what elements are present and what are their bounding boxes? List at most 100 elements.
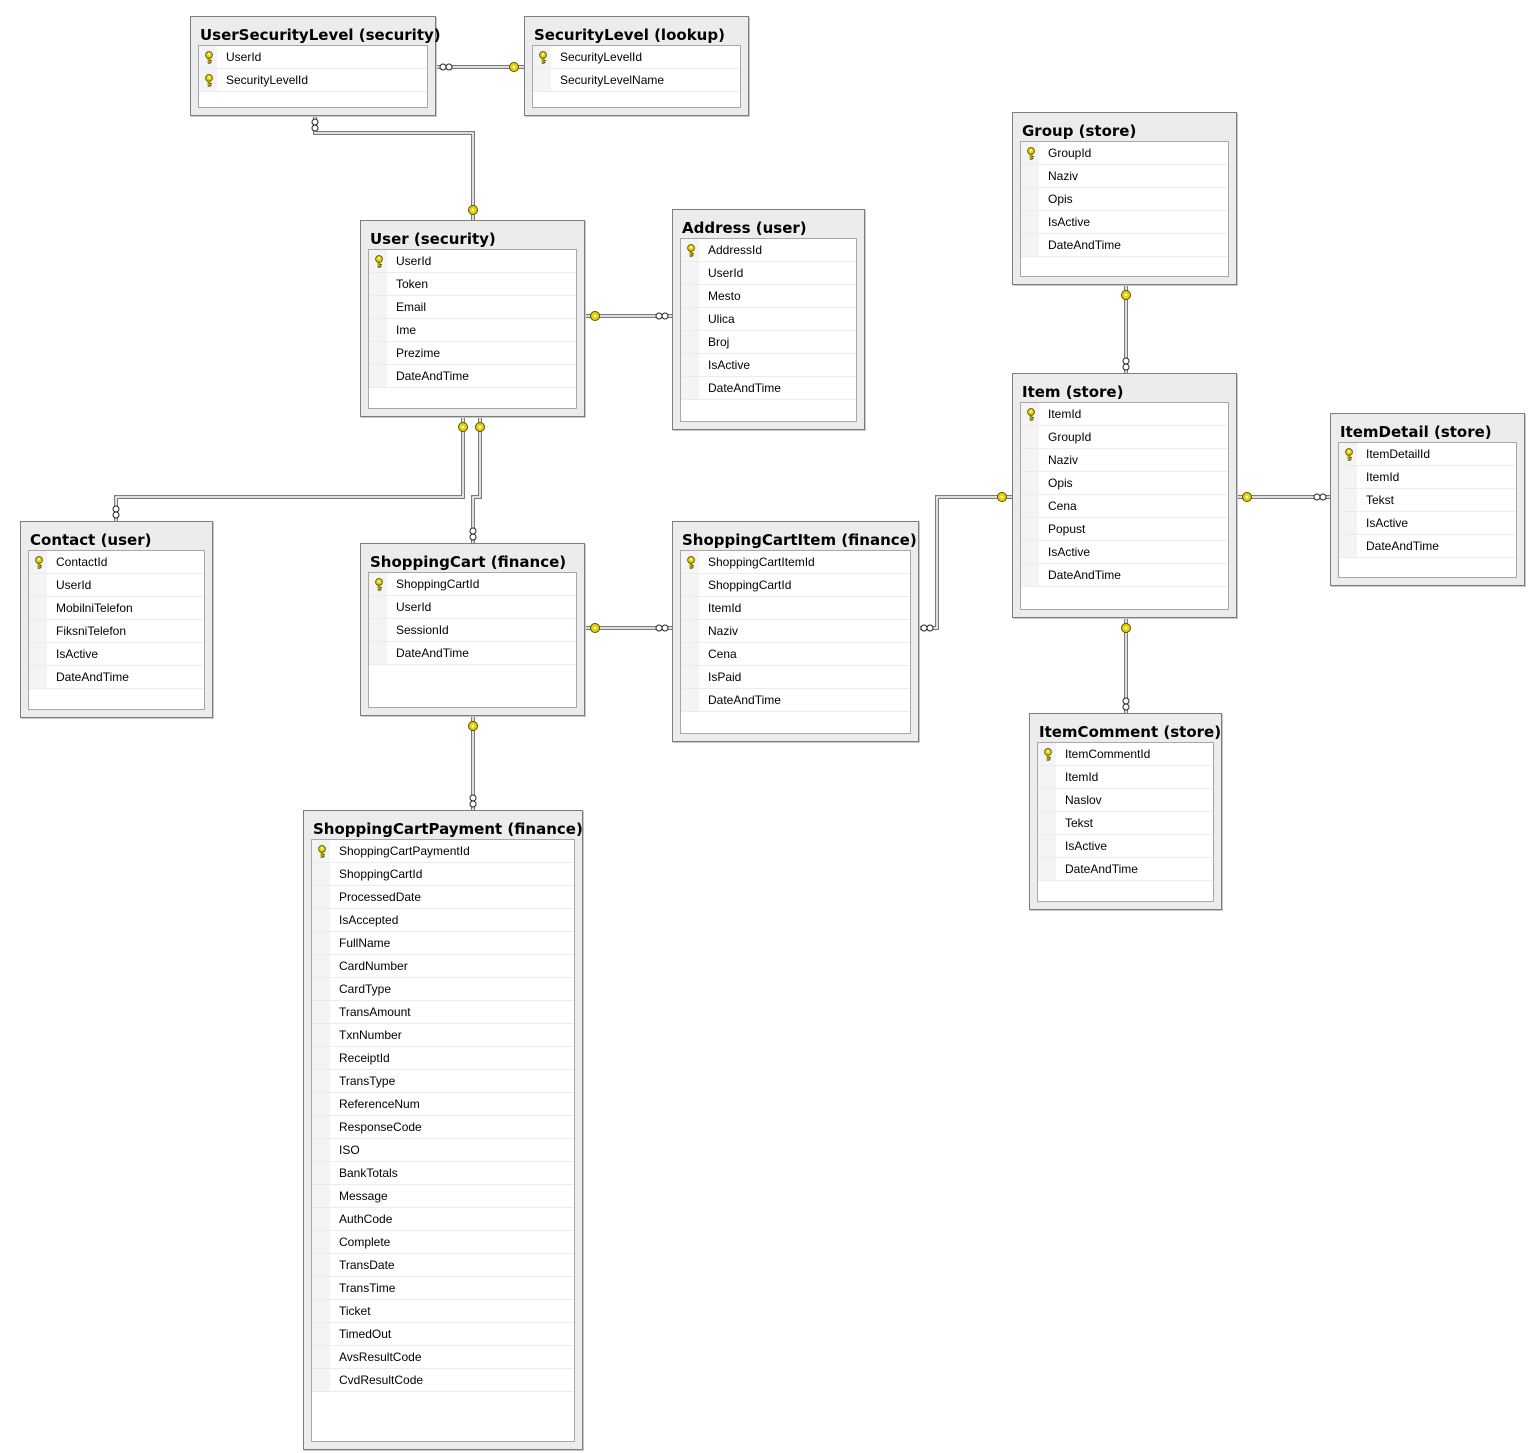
row-selector[interactable] (312, 1208, 330, 1230)
column-row[interactable]: ShoppingCartId (681, 574, 910, 597)
column-row[interactable]: DateAndTime (369, 642, 576, 665)
column-row[interactable]: FiksniTelefon (29, 620, 204, 643)
row-selector[interactable] (681, 666, 699, 688)
row-selector[interactable] (312, 932, 330, 954)
column-row[interactable]: Tekst (1339, 489, 1516, 512)
row-selector[interactable] (312, 1323, 330, 1345)
column-row[interactable]: Opis (1021, 472, 1228, 495)
column-row[interactable]: Email (369, 296, 576, 319)
column-row[interactable]: Popust (1021, 518, 1228, 541)
column-row[interactable]: DateAndTime (369, 365, 576, 388)
row-selector[interactable] (681, 597, 699, 619)
column-row[interactable]: IsActive (681, 354, 856, 377)
row-selector[interactable] (369, 365, 387, 387)
row-selector[interactable] (369, 273, 387, 295)
row-selector[interactable] (1021, 495, 1039, 517)
column-row[interactable]: Complete (312, 1231, 574, 1254)
column-row[interactable]: MobilniTelefon (29, 597, 204, 620)
row-selector[interactable] (681, 574, 699, 596)
column-row[interactable]: UserId (681, 262, 856, 285)
row-selector[interactable] (312, 1300, 330, 1322)
column-row[interactable]: Naslov (1038, 789, 1213, 812)
row-selector[interactable] (312, 863, 330, 885)
row-selector[interactable] (1038, 812, 1056, 834)
column-row[interactable]: SecurityLevelId (199, 69, 427, 92)
column-row[interactable]: ShoppingCartId (369, 573, 576, 596)
row-selector[interactable] (1021, 426, 1039, 448)
column-row[interactable]: Ticket (312, 1300, 574, 1323)
row-selector[interactable] (681, 331, 699, 353)
row-selector[interactable] (1339, 489, 1357, 511)
column-row[interactable]: Naziv (1021, 165, 1228, 188)
column-row[interactable]: Ime (369, 319, 576, 342)
row-selector[interactable] (1038, 835, 1056, 857)
column-row[interactable]: SecurityLevelName (533, 69, 740, 92)
row-selector[interactable] (369, 619, 387, 641)
row-selector[interactable] (312, 978, 330, 1000)
column-row[interactable]: AvsResultCode (312, 1346, 574, 1369)
column-row[interactable]: IsActive (29, 643, 204, 666)
row-selector[interactable] (1038, 789, 1056, 811)
column-row[interactable]: ItemId (1038, 766, 1213, 789)
column-row[interactable]: TxnNumber (312, 1024, 574, 1047)
column-row[interactable]: BankTotals (312, 1162, 574, 1185)
column-row[interactable]: Broj (681, 331, 856, 354)
column-row[interactable]: TransType (312, 1070, 574, 1093)
column-row[interactable]: CardNumber (312, 955, 574, 978)
row-selector[interactable] (1339, 512, 1357, 534)
column-row[interactable]: Message (312, 1185, 574, 1208)
column-row[interactable]: SecurityLevelId (533, 46, 740, 69)
column-row[interactable]: GroupId (1021, 142, 1228, 165)
row-selector[interactable] (1021, 188, 1039, 210)
row-selector[interactable] (681, 689, 699, 711)
row-selector[interactable] (312, 1093, 330, 1115)
row-selector[interactable] (312, 1185, 330, 1207)
row-selector[interactable] (1021, 234, 1039, 256)
column-row[interactable]: GroupId (1021, 426, 1228, 449)
column-row[interactable]: TransTime (312, 1277, 574, 1300)
relationship-line[interactable] (114, 417, 465, 521)
row-selector[interactable] (1021, 472, 1039, 494)
column-row[interactable]: TransAmount (312, 1001, 574, 1024)
row-selector[interactable] (312, 886, 330, 908)
row-selector[interactable] (312, 1254, 330, 1276)
column-row[interactable]: ISO (312, 1139, 574, 1162)
row-selector[interactable] (29, 597, 47, 619)
column-row[interactable]: SessionId (369, 619, 576, 642)
table-shoppingcartitem[interactable]: ShoppingCartItem (finance) ShoppingCartI… (672, 521, 919, 742)
row-selector[interactable] (312, 1001, 330, 1023)
column-row[interactable]: TransDate (312, 1254, 574, 1277)
row-selector[interactable] (312, 1116, 330, 1138)
row-selector[interactable] (1021, 165, 1039, 187)
column-row[interactable]: ReferenceNum (312, 1093, 574, 1116)
row-selector[interactable] (312, 955, 330, 977)
row-selector[interactable] (1021, 518, 1039, 540)
column-row[interactable]: UserId (369, 250, 576, 273)
column-row[interactable]: ReceiptId (312, 1047, 574, 1070)
row-selector[interactable] (369, 319, 387, 341)
column-row[interactable]: DateAndTime (29, 666, 204, 689)
row-selector[interactable] (681, 285, 699, 307)
row-selector[interactable] (681, 643, 699, 665)
column-row[interactable]: AddressId (681, 239, 856, 262)
row-selector[interactable] (1021, 541, 1039, 563)
column-row[interactable]: Token (369, 273, 576, 296)
column-row[interactable]: ItemId (1339, 466, 1516, 489)
relationship-line[interactable] (919, 495, 1012, 630)
column-row[interactable]: UserId (199, 46, 427, 69)
row-selector[interactable] (681, 308, 699, 330)
column-row[interactable]: Mesto (681, 285, 856, 308)
column-row[interactable]: DateAndTime (1038, 858, 1213, 881)
table-shoppingcartpayment[interactable]: ShoppingCartPayment (finance) ShoppingCa… (303, 810, 583, 1450)
row-selector[interactable] (29, 620, 47, 642)
row-selector[interactable] (533, 69, 551, 91)
row-selector[interactable] (312, 1277, 330, 1299)
column-row[interactable]: IsActive (1021, 541, 1228, 564)
